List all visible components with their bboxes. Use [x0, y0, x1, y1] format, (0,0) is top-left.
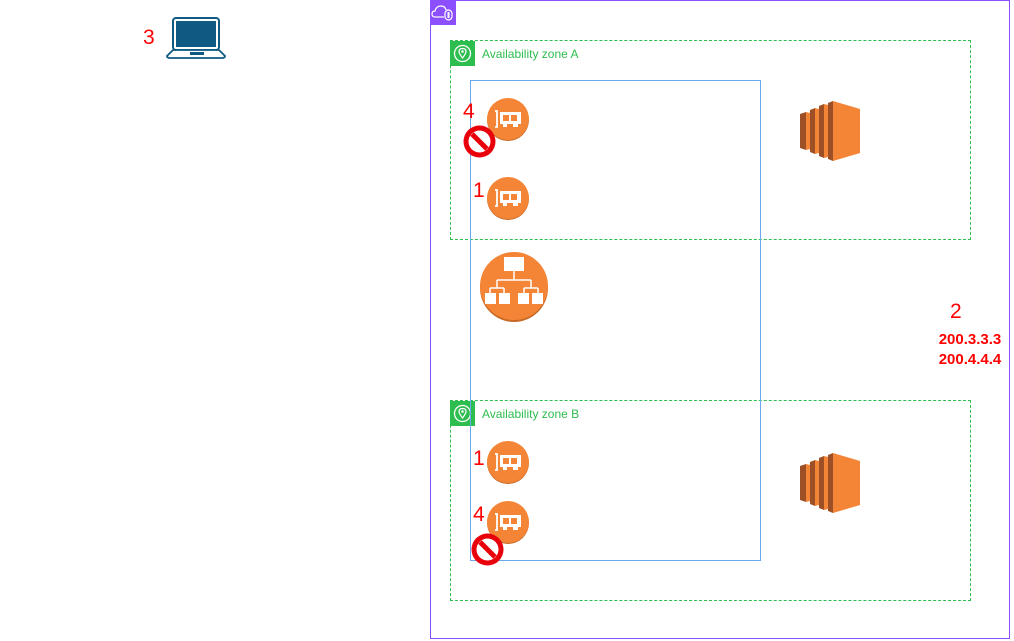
location-pin-icon	[450, 41, 475, 66]
client-step-number: 3	[143, 26, 155, 49]
network-interface-icon	[486, 176, 530, 221]
annotation-step-number: 2	[950, 300, 962, 323]
availability-zone-b	[450, 400, 971, 601]
blocked-icon	[471, 533, 504, 566]
ip-address: 200.3.3.3	[938, 331, 1002, 348]
availability-zone-a	[450, 40, 971, 240]
vpc-cloud-lock-icon	[431, 5, 453, 21]
eni-b2-step-number: 4	[473, 503, 485, 526]
ip-address: 200.4.4.4	[938, 351, 1002, 368]
ip-address-list: 200.3.3.3 200.4.4.4	[930, 330, 1010, 370]
eni-b1-step-number: 1	[473, 447, 485, 470]
blocked-icon	[463, 125, 496, 158]
eni-a2-step-number: 1	[473, 179, 485, 202]
vpc-container	[430, 0, 1010, 639]
subnet-container	[470, 80, 761, 561]
vpc-badge	[430, 0, 456, 25]
laptop-icon	[166, 16, 226, 60]
load-balancer-icon	[479, 251, 549, 323]
availability-zone-b-label: Availability zone B	[482, 407, 580, 421]
availability-zone-a-label: Availability zone A	[482, 47, 579, 61]
network-interface-icon	[486, 440, 530, 485]
eni-a1-step-number: 4	[463, 100, 475, 123]
ec2-instance-icon	[799, 452, 861, 514]
ec2-instance-icon	[799, 100, 861, 162]
